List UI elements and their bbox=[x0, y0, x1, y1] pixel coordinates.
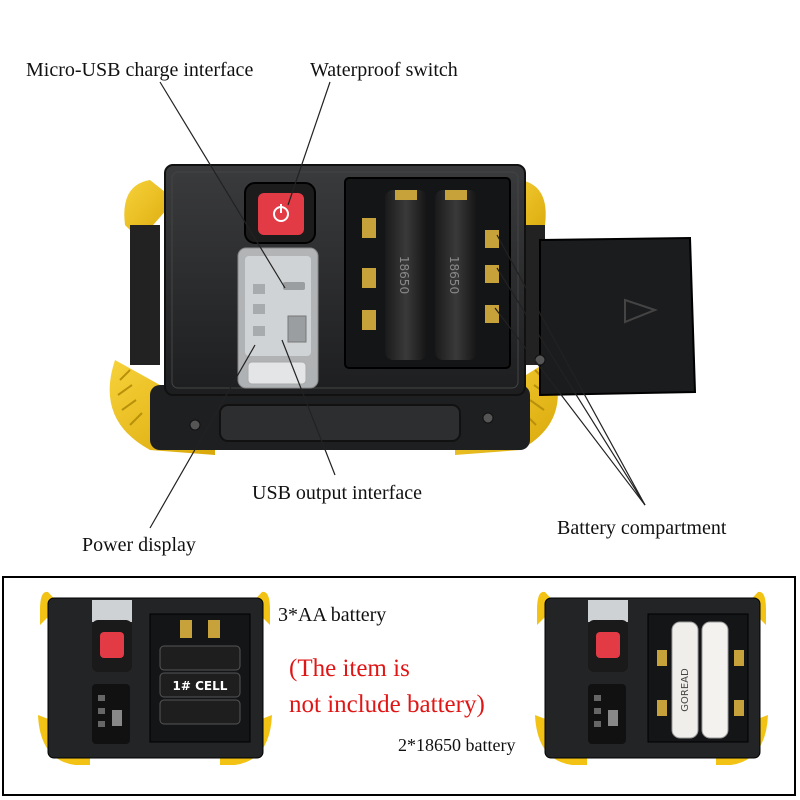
label-usb-output: USB output interface bbox=[252, 482, 422, 504]
label-battery-compartment: Battery compartment bbox=[557, 517, 727, 539]
aa-cell-3 bbox=[159, 699, 241, 725]
waterproof-switch bbox=[244, 182, 316, 244]
battery-slot-print-2: 18650 bbox=[447, 256, 461, 294]
label-aa-battery: 3*AA battery bbox=[278, 604, 387, 626]
label-waterproof-switch: Waterproof switch bbox=[310, 59, 458, 81]
clear-port-cover bbox=[237, 247, 319, 389]
aa-unit-switch bbox=[100, 632, 124, 658]
note-line-2: not include battery) bbox=[289, 691, 485, 718]
li-cell-print: GOREAD bbox=[680, 668, 691, 712]
battery-slot-print-1: 18650 bbox=[397, 256, 411, 294]
aa-cell-2 bbox=[159, 672, 241, 698]
note-line-1: (The item is bbox=[289, 655, 410, 682]
unit-aa: 1# CELL bbox=[38, 591, 272, 765]
aa-cell-1 bbox=[159, 645, 241, 671]
leader-lines bbox=[149, 81, 646, 529]
li-cell-2 bbox=[701, 621, 729, 739]
label-power-display: Power display bbox=[82, 534, 196, 556]
li-cell-1 bbox=[671, 621, 699, 739]
micro-usb-port bbox=[283, 282, 305, 290]
side-rail-left bbox=[130, 225, 160, 365]
label-18650-battery: 2*18650 battery bbox=[398, 735, 516, 755]
label-micro-usb: Micro-USB charge interface bbox=[26, 59, 254, 81]
battery-cover bbox=[539, 236, 697, 397]
battery-options-panel bbox=[2, 576, 796, 796]
unit-18650: GOREAD bbox=[535, 591, 768, 765]
battery-compartment: 18650 18650 bbox=[344, 177, 511, 369]
power-led-2 bbox=[253, 304, 265, 314]
usb-port bbox=[287, 315, 307, 343]
power-led-1 bbox=[253, 284, 265, 294]
aa-cell-print: 1# CELL bbox=[173, 679, 228, 693]
power-led-3 bbox=[253, 326, 265, 336]
cell-unit-switch bbox=[596, 632, 620, 658]
